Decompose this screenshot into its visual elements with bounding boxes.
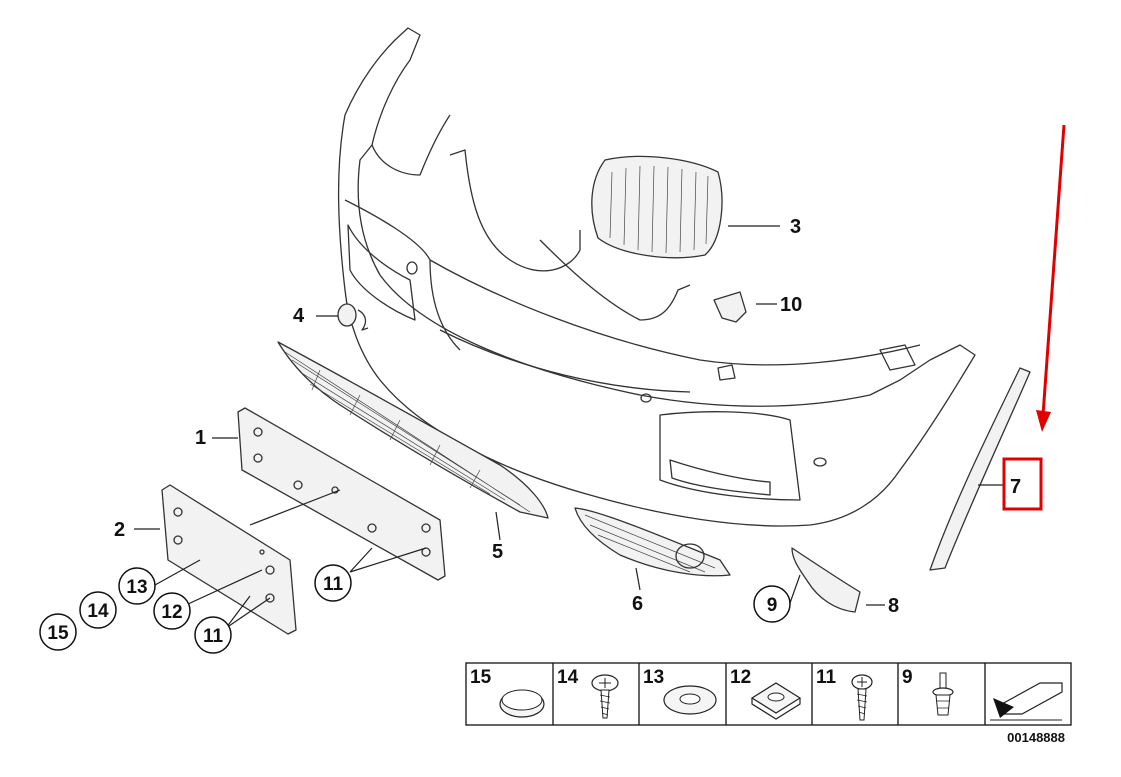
side-moulding bbox=[929, 367, 1031, 571]
legend-cell-11: 11 bbox=[816, 667, 837, 688]
tow-hook-cover bbox=[337, 303, 369, 331]
svg-text:11: 11 bbox=[323, 574, 344, 595]
label-2: 2 bbox=[114, 519, 125, 541]
expanding-rivet-icon bbox=[932, 672, 954, 716]
circled-label-12: 12 bbox=[153, 592, 191, 630]
label-4: 4 bbox=[293, 305, 305, 327]
label-5: 5 bbox=[492, 541, 503, 563]
direction-arrow-icon bbox=[990, 682, 1063, 721]
lower-grille bbox=[277, 341, 549, 519]
circled-label-9: 9 bbox=[753, 585, 791, 623]
circled-label-14: 14 bbox=[79, 591, 117, 629]
circled-label-11a: 11 bbox=[314, 564, 352, 602]
plate-base bbox=[161, 484, 297, 635]
label-7: 7 bbox=[1010, 476, 1021, 498]
plate-bracket bbox=[237, 407, 446, 581]
label-8: 8 bbox=[888, 595, 899, 617]
corner-trim bbox=[791, 547, 861, 613]
svg-text:11: 11 bbox=[203, 626, 224, 647]
diagram-reference-number: 00148888 bbox=[1007, 730, 1065, 745]
label-6: 6 bbox=[632, 593, 643, 615]
svg-text:13: 13 bbox=[126, 577, 147, 598]
svg-text:12: 12 bbox=[161, 602, 182, 623]
svg-text:14: 14 bbox=[87, 601, 109, 622]
bumper-cover bbox=[337, 27, 976, 527]
washer-icon bbox=[663, 685, 717, 715]
legend-cell-12: 12 bbox=[730, 667, 751, 688]
fastener-legend-table: 15 14 13 12 11 9 bbox=[465, 662, 1072, 726]
circled-label-15: 15 bbox=[39, 613, 77, 651]
leader-lines bbox=[134, 225, 1003, 629]
legend-cell-9: 9 bbox=[902, 667, 913, 688]
red-arrow bbox=[1036, 124, 1066, 432]
screw-icon bbox=[591, 674, 619, 719]
circled-label-13: 13 bbox=[118, 567, 156, 605]
square-nut-icon bbox=[750, 682, 802, 720]
legend-cell-13: 13 bbox=[643, 667, 664, 688]
self-tapping-screw-icon bbox=[851, 674, 873, 721]
fog-light-grille bbox=[574, 507, 731, 577]
svg-text:15: 15 bbox=[47, 623, 69, 644]
legend-cell-14: 14 bbox=[557, 667, 579, 688]
kidney-grille bbox=[591, 155, 723, 259]
svg-text:9: 9 bbox=[767, 595, 778, 616]
circled-label-11b: 11 bbox=[194, 616, 232, 654]
label-3: 3 bbox=[790, 216, 801, 238]
label-10: 10 bbox=[780, 294, 802, 316]
cap-icon bbox=[499, 689, 545, 718]
highlight-box bbox=[1002, 457, 1043, 511]
cover-cap bbox=[713, 291, 747, 323]
label-1: 1 bbox=[195, 427, 206, 449]
legend-cell-15: 15 bbox=[470, 667, 492, 688]
